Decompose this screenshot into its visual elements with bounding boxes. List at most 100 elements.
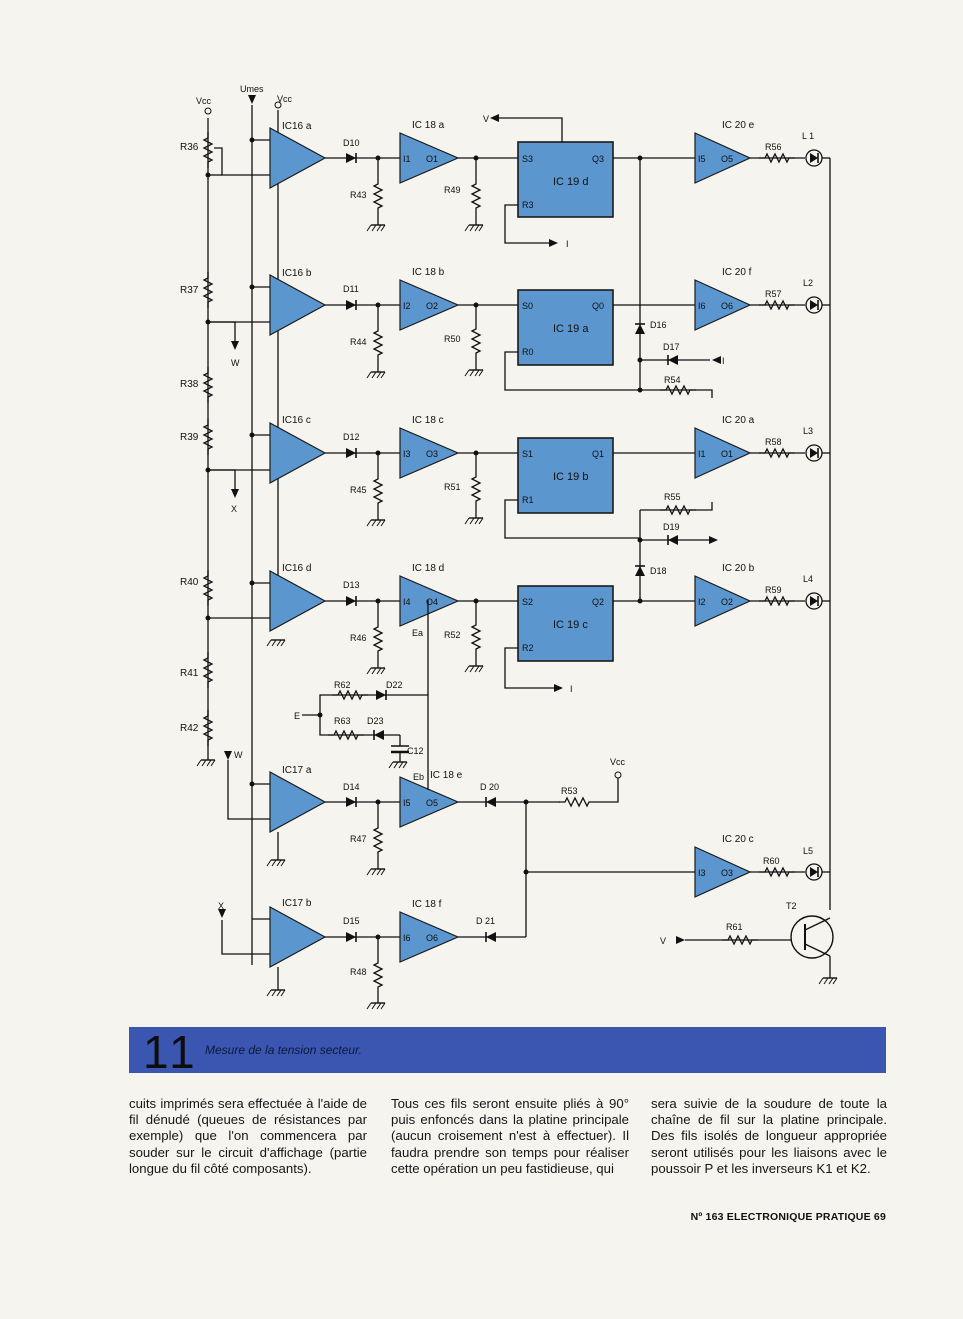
- label-w-1: W: [231, 358, 240, 368]
- label-r58: R58: [765, 437, 782, 447]
- label-ic17b: IC17 b: [282, 898, 312, 909]
- label-d15: D15: [343, 916, 360, 926]
- label-l4: L4: [803, 574, 813, 584]
- ic16a-symbol: [269, 126, 327, 190]
- label-d23: D23: [367, 716, 384, 726]
- supply-rails: [196, 95, 282, 965]
- led-driver-stage: [613, 132, 838, 985]
- label-r42: R42: [180, 723, 199, 734]
- label-r44: R44: [350, 337, 367, 347]
- label-ic20a: IC 20 a: [722, 415, 755, 426]
- label-d14: D14: [343, 782, 360, 792]
- label-r55: R55: [664, 492, 681, 502]
- label-ic20c: IC 20 c: [722, 834, 754, 845]
- pin-o5b: O5: [721, 154, 733, 164]
- label-r59: R59: [765, 585, 782, 595]
- label-ic20e: IC 20 e: [722, 120, 755, 131]
- label-ic18b: IC 18 b: [412, 267, 445, 278]
- label-r54: R54: [664, 375, 681, 385]
- pin-i6b: I6: [698, 301, 706, 311]
- pin-o2: O2: [426, 301, 438, 311]
- text-column-2: Tous ces fils seront ensuite pliés à 90°…: [391, 1096, 629, 1176]
- label-ea: Ea: [412, 628, 423, 638]
- pin-i1: I1: [403, 154, 411, 164]
- label-w-2: W: [234, 750, 243, 760]
- label-r43: R43: [350, 190, 367, 200]
- pin-r0: R0: [522, 347, 534, 357]
- pin-r3: R3: [522, 200, 534, 210]
- label-d11: D11: [343, 284, 359, 294]
- label-v-top: V: [483, 114, 489, 124]
- ic19d-block: [517, 141, 614, 218]
- pin-i1b: I1: [698, 449, 706, 459]
- pin-i2b: I2: [698, 597, 706, 607]
- transistor-t2: [790, 915, 834, 959]
- label-v-bottom: V: [660, 936, 666, 946]
- label-ic20b: IC 20 b: [722, 563, 755, 574]
- ic18a-symbol: [399, 132, 460, 184]
- label-r49: R49: [444, 185, 461, 195]
- label-ic19c: IC 19 c: [553, 619, 588, 631]
- buffer-stage: [302, 132, 695, 963]
- ic19c-block: [517, 585, 614, 662]
- pin-s1: S1: [522, 449, 533, 459]
- label-eb: Eb: [413, 772, 424, 782]
- label-r60: R60: [763, 856, 780, 866]
- ic19b-block: [517, 437, 614, 514]
- label-r46: R46: [350, 633, 367, 643]
- text-column-3: sera suivie de la soudure de toute la ch…: [651, 1096, 887, 1176]
- pin-i3b: I3: [698, 868, 706, 878]
- ic18c-symbol: [399, 427, 460, 479]
- label-r50: R50: [444, 334, 461, 344]
- ic17b-symbol: [269, 905, 327, 969]
- pin-i3: I3: [403, 449, 411, 459]
- label-r41: R41: [180, 668, 199, 679]
- ic17a-symbol: [269, 770, 327, 834]
- label-ic16b: IC16 b: [282, 268, 312, 279]
- figure-number: 11: [143, 1026, 199, 1078]
- label-r56: R56: [765, 142, 782, 152]
- pin-s2: S2: [522, 597, 533, 607]
- pin-o5: O5: [426, 798, 438, 808]
- label-r39: R39: [180, 432, 199, 443]
- ic19a-block: [517, 289, 614, 366]
- label-r36: R36: [180, 142, 199, 153]
- label-l1: L 1: [802, 131, 814, 141]
- label-d22: D22: [386, 680, 403, 690]
- pin-o2b: O2: [721, 597, 733, 607]
- ic20c-symbol: [694, 846, 752, 898]
- label-d21: D 21: [476, 916, 495, 926]
- figure-caption-bar: 11 Mesure de la tension secteur.: [129, 1026, 886, 1078]
- pin-r2: R2: [522, 643, 534, 653]
- label-r45: R45: [350, 485, 367, 495]
- label-ic17a: IC17 a: [282, 765, 312, 776]
- figure-caption: Mesure de la tension secteur.: [205, 1043, 362, 1057]
- label-r47: R47: [350, 834, 367, 844]
- ic16b-symbol: [269, 273, 327, 337]
- pin-i6: I6: [403, 933, 411, 943]
- label-t2: T2: [786, 901, 797, 911]
- label-l2: L2: [803, 278, 813, 288]
- label-e: E: [294, 711, 300, 721]
- rail-dots: [205, 137, 255, 787]
- label-ic16c: IC16 c: [282, 415, 311, 426]
- ic18b-symbol: [399, 279, 460, 331]
- ic20a-symbol: [694, 427, 752, 479]
- text-column-1: cuits imprimés sera effectuée à l'aide d…: [129, 1096, 367, 1176]
- pin-i4: I4: [403, 597, 411, 607]
- input-diodes: [325, 152, 400, 1010]
- pin-o6: O6: [426, 933, 438, 943]
- label-d13: D13: [343, 580, 360, 590]
- label-c12: C12: [407, 746, 424, 756]
- pin-o6b: O6: [721, 301, 733, 311]
- pin-q2: Q2: [592, 597, 604, 607]
- label-umes: Umes: [240, 84, 264, 94]
- pin-q0: Q0: [592, 301, 604, 311]
- pin-s3: S3: [522, 154, 533, 164]
- label-d10: D10: [343, 138, 360, 148]
- ic16d-symbol: [269, 569, 327, 633]
- label-d19: D19: [663, 522, 680, 532]
- pin-r1: R1: [522, 495, 534, 505]
- label-d12: D12: [343, 432, 360, 442]
- pin-q1: Q1: [592, 449, 604, 459]
